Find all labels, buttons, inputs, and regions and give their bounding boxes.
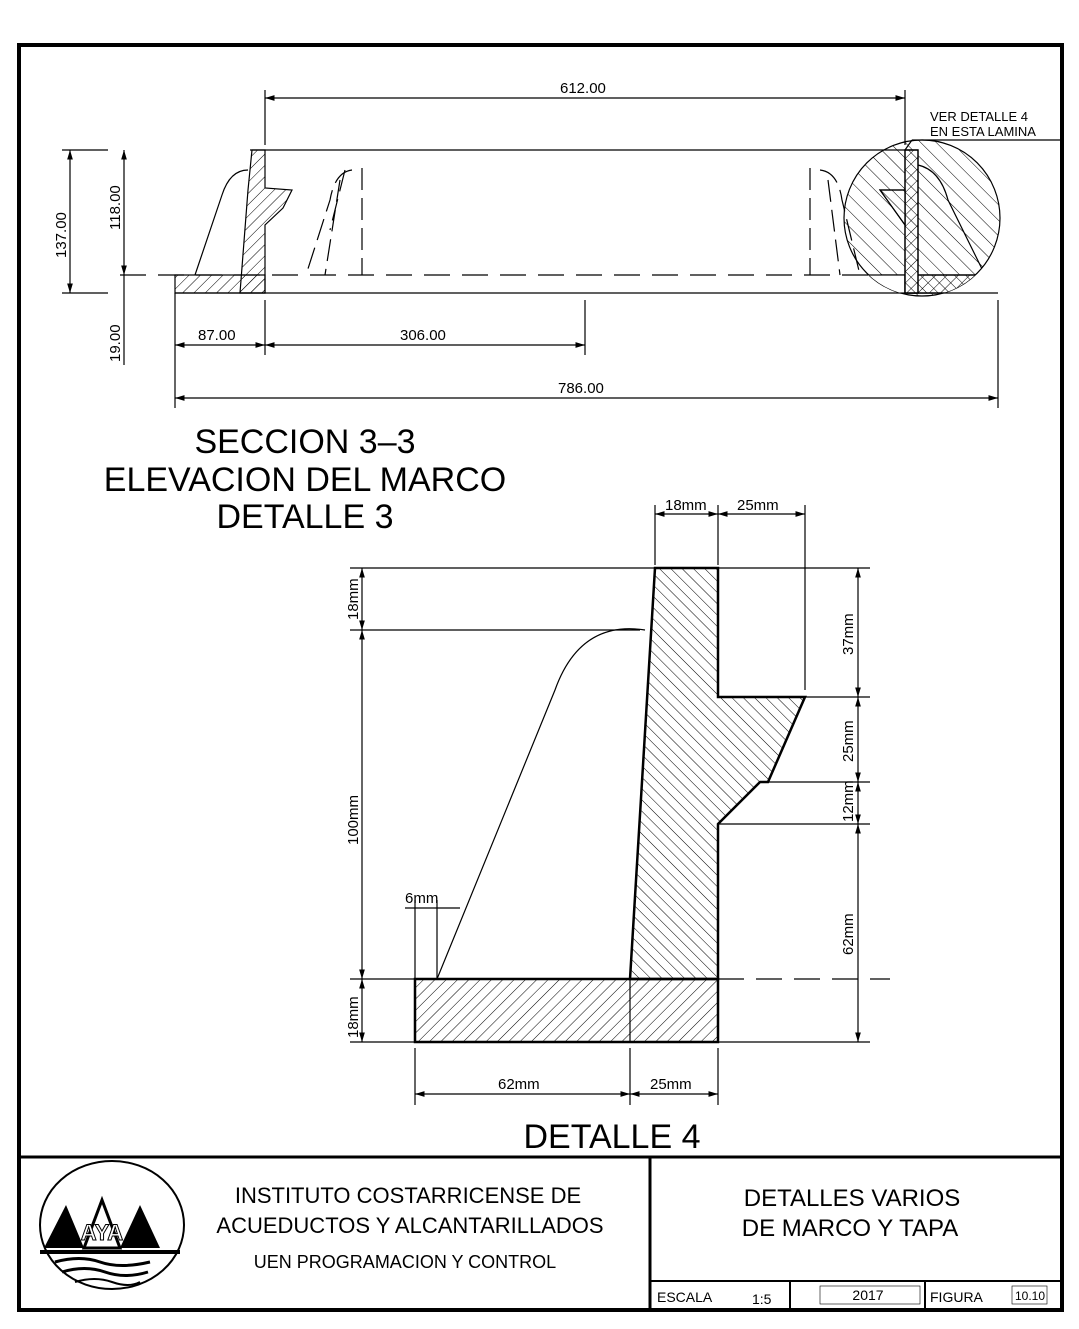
dim-100mm: 100mm [345,795,362,845]
dim-18mm-bottom-left: 18mm [345,996,362,1038]
dim-25mm-top: 25mm [737,497,779,514]
org-line3: UEN PROGRAMACION Y CONTROL [254,1252,556,1272]
dim-18mm-top: 18mm [665,497,707,514]
dim-786: 786.00 [558,380,604,397]
section-3-3-elevation [62,90,1060,408]
aya-logo: AYA [39,1160,185,1290]
section-title-line2: ELEVACION DEL MARCO [104,461,506,499]
figure-label: FIGURA [930,1289,984,1305]
dim-87: 87.00 [198,327,236,344]
logo-text: AYA [81,1220,124,1245]
dim-18mm-left: 18mm [345,578,362,620]
dim-25mm-bottom: 25mm [650,1076,692,1093]
dim-6mm: 6mm [405,890,438,907]
dim-118: 118.00 [107,185,124,230]
year: 2017 [852,1287,883,1303]
scale-value: 1:5 [752,1291,772,1307]
dim-612: 612.00 [560,80,606,97]
org-line2: ACUEDUCTOS Y ALCANTARILLADOS [216,1213,603,1238]
dim-25mm-right: 25mm [840,720,857,762]
org-line1: INSTITUTO COSTARRICENSE DE [235,1183,581,1208]
drawing-title-line1: DETALLES VARIOS [744,1185,961,1212]
title-block [19,1155,1062,1310]
dim-12mm: 12mm [840,780,857,822]
sheet-border [17,43,1064,1312]
dim-37mm: 37mm [840,613,857,655]
section-title-line3: DETALLE 3 [216,498,393,536]
dim-19: 19.00 [107,324,124,362]
dim-137: 137.00 [53,212,70,258]
drawing-title-line2: DE MARCO Y TAPA [742,1215,959,1242]
dim-306: 306.00 [400,327,446,344]
note-see-detail-line2: EN ESTA LAMINA [930,124,1036,139]
detail-4-profile [350,505,890,1105]
note-see-detail-line1: VER DETALLE 4 [930,109,1028,124]
scale-label: ESCALA [657,1289,713,1305]
dim-62mm-bottom: 62mm [498,1076,540,1093]
figure-value: 10.10 [1015,1289,1045,1303]
dim-62mm-right: 62mm [840,913,857,955]
detail-4-title: DETALLE 4 [523,1118,700,1156]
section-title-line1: SECCION 3–3 [194,423,415,461]
